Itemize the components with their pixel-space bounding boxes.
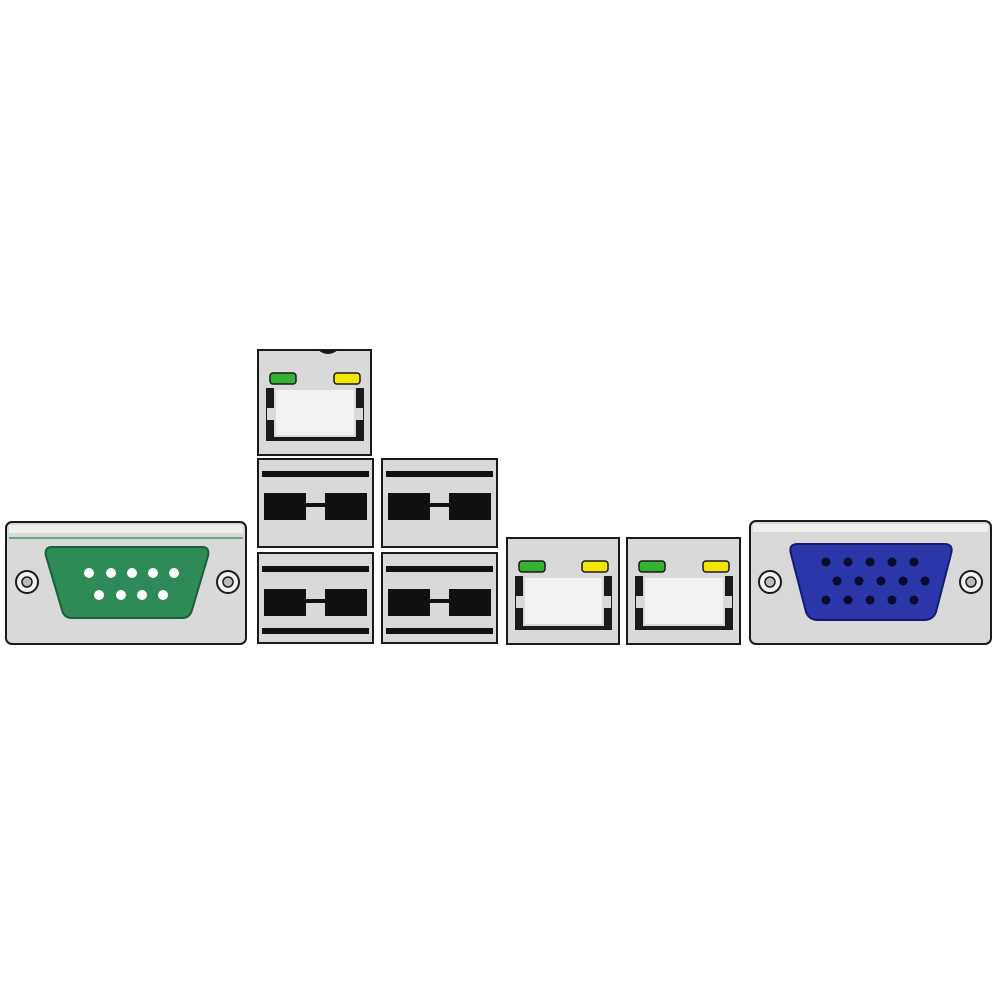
usb-icon <box>388 589 491 616</box>
usb-icon <box>388 493 491 520</box>
led-green-icon <box>638 560 666 573</box>
usb-icon <box>264 493 367 520</box>
db9-connector-icon <box>44 546 210 619</box>
vga-pins <box>821 557 930 605</box>
usb-port[interactable] <box>257 552 374 644</box>
screw-icon <box>758 570 782 594</box>
screw-icon <box>216 570 240 594</box>
usb-port[interactable] <box>381 552 498 644</box>
usb-port[interactable] <box>381 458 498 548</box>
led-yellow-icon <box>581 560 609 573</box>
ethernet-lan1-port[interactable] <box>506 537 620 645</box>
led-yellow-icon <box>702 560 730 573</box>
screw-icon <box>15 570 39 594</box>
serial-pins <box>84 568 179 600</box>
vga-port[interactable] <box>749 520 992 645</box>
led-yellow-icon <box>333 372 361 385</box>
serial-port[interactable] <box>5 521 247 645</box>
ethernet-lan2-port[interactable] <box>626 537 741 645</box>
screw-icon <box>959 570 983 594</box>
ethernet-ipmi-port[interactable] <box>257 349 372 456</box>
led-green-icon <box>269 372 297 385</box>
usb-icon <box>264 589 367 616</box>
led-green-icon <box>518 560 546 573</box>
usb-port[interactable] <box>257 458 374 548</box>
